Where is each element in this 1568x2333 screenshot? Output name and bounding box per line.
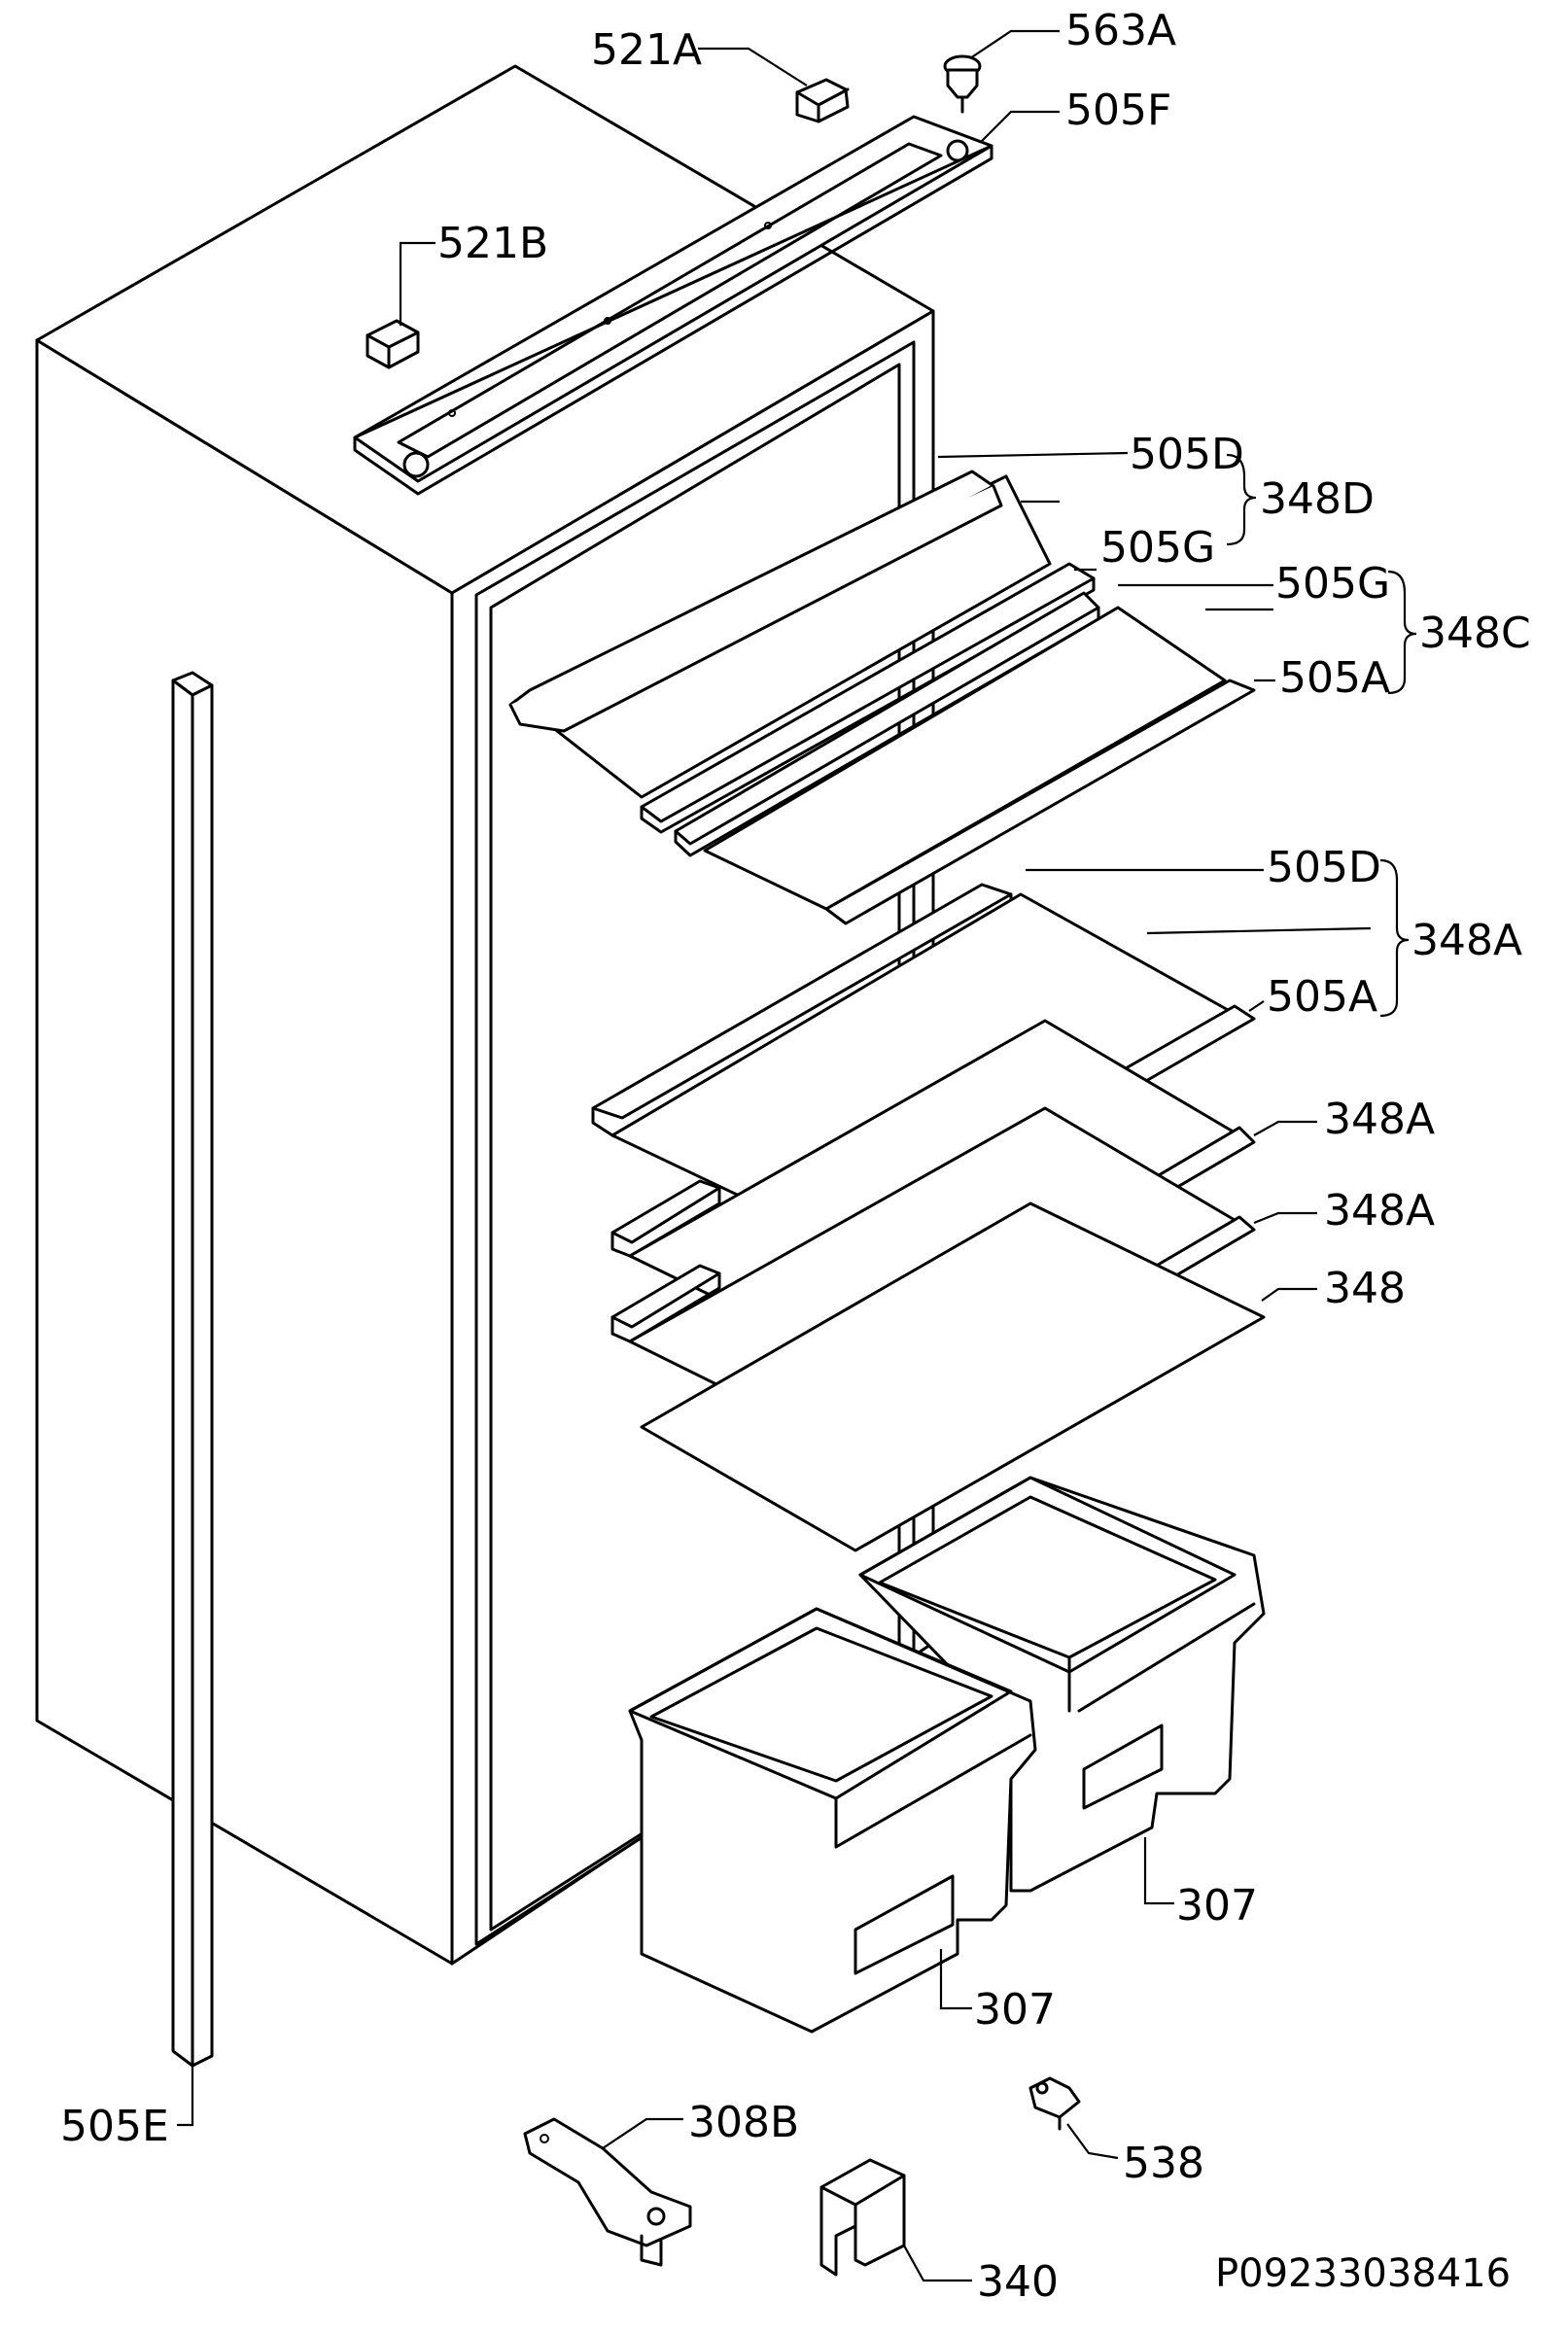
glass-shelf-348 — [640, 1201, 1266, 1552]
label-538: 538 — [1123, 2139, 1204, 2188]
group-braces — [1226, 453, 1417, 1018]
label-307-back: 307 — [1176, 1881, 1258, 1931]
label-505g-1: 505G — [1100, 523, 1215, 573]
label-521b: 521B — [437, 219, 548, 268]
crisper-drawer-back — [858, 1476, 1266, 1893]
door-seal-strip — [171, 671, 214, 2068]
label-308b: 308B — [688, 2098, 799, 2147]
label-505e: 505E — [60, 2102, 169, 2151]
label-348a-2: 348A — [1324, 1095, 1435, 1144]
label-307-front: 307 — [974, 1985, 1056, 2035]
label-505a-2: 505A — [1267, 972, 1377, 1022]
part-labels: 521A 563A 505F 521B 505D 348D 505G 505G … — [60, 6, 1531, 2307]
label-340: 340 — [977, 2257, 1059, 2307]
label-348d: 348D — [1260, 474, 1375, 524]
label-505d-top: 505D — [1130, 430, 1244, 479]
label-521a: 521A — [591, 25, 702, 75]
screw-563a — [943, 54, 982, 114]
crisper-drawer-front — [628, 1607, 1037, 2034]
label-505d-2: 505D — [1267, 843, 1381, 892]
label-505g-2: 505G — [1275, 559, 1390, 609]
cap-521b — [366, 319, 420, 369]
bracket-340 — [819, 2158, 906, 2277]
label-563a: 563A — [1065, 6, 1176, 55]
part-538 — [1028, 2076, 1081, 2131]
cap-521a — [795, 78, 850, 123]
label-505f: 505F — [1065, 86, 1171, 135]
label-348: 348 — [1324, 1264, 1406, 1313]
shelf-348c — [640, 562, 1256, 925]
drawing-code: P09233038416 — [1215, 2251, 1511, 2296]
label-505a-1: 505A — [1279, 653, 1390, 703]
label-348c: 348C — [1419, 609, 1531, 658]
leader-lines — [177, 29, 1372, 2282]
top-hinge-bar — [353, 115, 993, 496]
hinge-308b — [523, 2117, 692, 2267]
label-348a-3: 348A — [1324, 1186, 1435, 1236]
label-348a-group: 348A — [1411, 916, 1522, 965]
shelf-348d — [508, 470, 1052, 799]
